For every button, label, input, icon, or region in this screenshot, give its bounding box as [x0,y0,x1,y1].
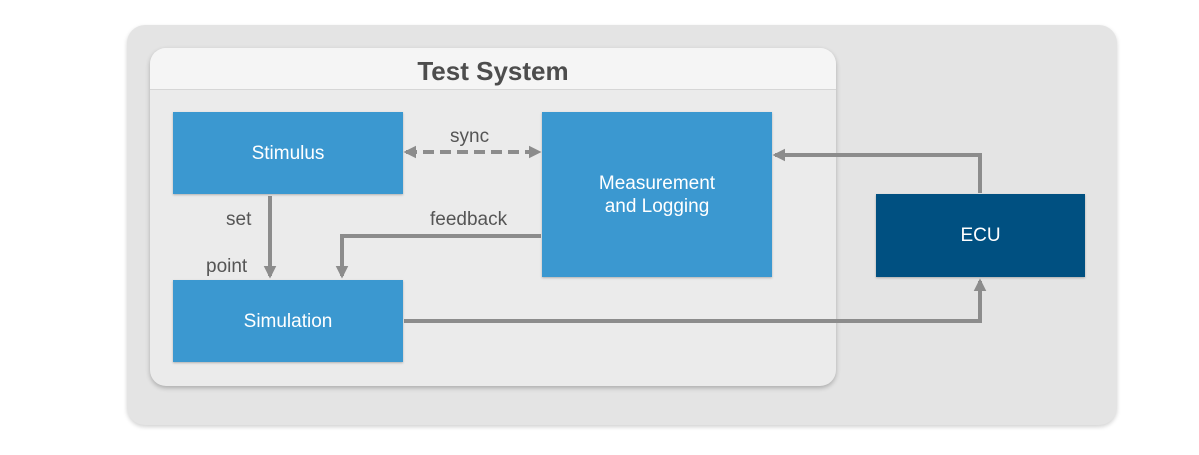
point-label: point [206,256,248,277]
measurement-logging-node: Measurement and Logging [542,112,772,277]
stimulus-node-label: Stimulus [251,142,325,164]
test-system-title: Test System [417,56,569,86]
measurement-logging-node-label: Measurement and Logging [598,172,716,217]
stimulus-node: Stimulus [173,112,403,194]
simulation-to-ecu-arrow [404,278,987,323]
feedback-label: feedback [430,209,508,230]
ecu-node: ECU [876,194,1085,277]
feedback-arrow [335,234,541,279]
simulation-node-label: Simulation [243,310,333,332]
ecu-node-label: ECU [960,225,1001,246]
simulation-node: Simulation [173,280,403,362]
test-system-header: Test System [150,48,836,90]
ecu-to-measurement-arrow [772,148,982,193]
sync-label: sync [450,126,490,147]
set-label: set [226,209,252,230]
